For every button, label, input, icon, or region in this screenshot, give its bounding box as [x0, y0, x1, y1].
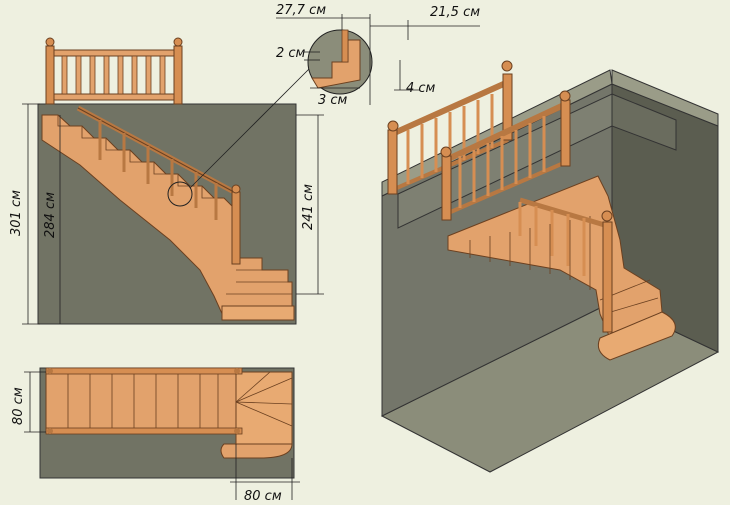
detail-zoom: [307, 29, 373, 95]
stair-handrail: [518, 197, 613, 333]
side-elevation-view: [37, 57, 321, 325]
side-newel-post: [231, 191, 241, 265]
upper-railing-front: [440, 90, 571, 221]
isometric-view: [380, 60, 720, 473]
detail-dimension-lines: [276, 14, 480, 105]
dim-284: 284 см: [43, 192, 58, 238]
dim-27-7: 27,7 см: [276, 3, 326, 18]
dim-80-left: 80 см: [11, 387, 26, 425]
plan-dimension-lines: [24, 371, 300, 500]
side-bottom-step: [221, 305, 295, 321]
dim-3: 3 см: [318, 93, 348, 108]
dim-241: 241 см: [301, 184, 316, 230]
side-stair-body: [41, 114, 293, 319]
dim-2: 2 см: [276, 46, 306, 61]
dim-21-5: 21,5 см: [430, 5, 480, 20]
side-dimension-lines: [22, 103, 324, 325]
side-detail-marker: [167, 181, 193, 207]
top-railing: [45, 37, 183, 105]
dim-80-bottom: 80 см: [244, 489, 282, 504]
plan-view: [39, 367, 295, 479]
dim-301: 301 см: [9, 190, 24, 236]
dim-4: 4 см: [406, 81, 436, 96]
side-balusters: [98, 120, 218, 220]
